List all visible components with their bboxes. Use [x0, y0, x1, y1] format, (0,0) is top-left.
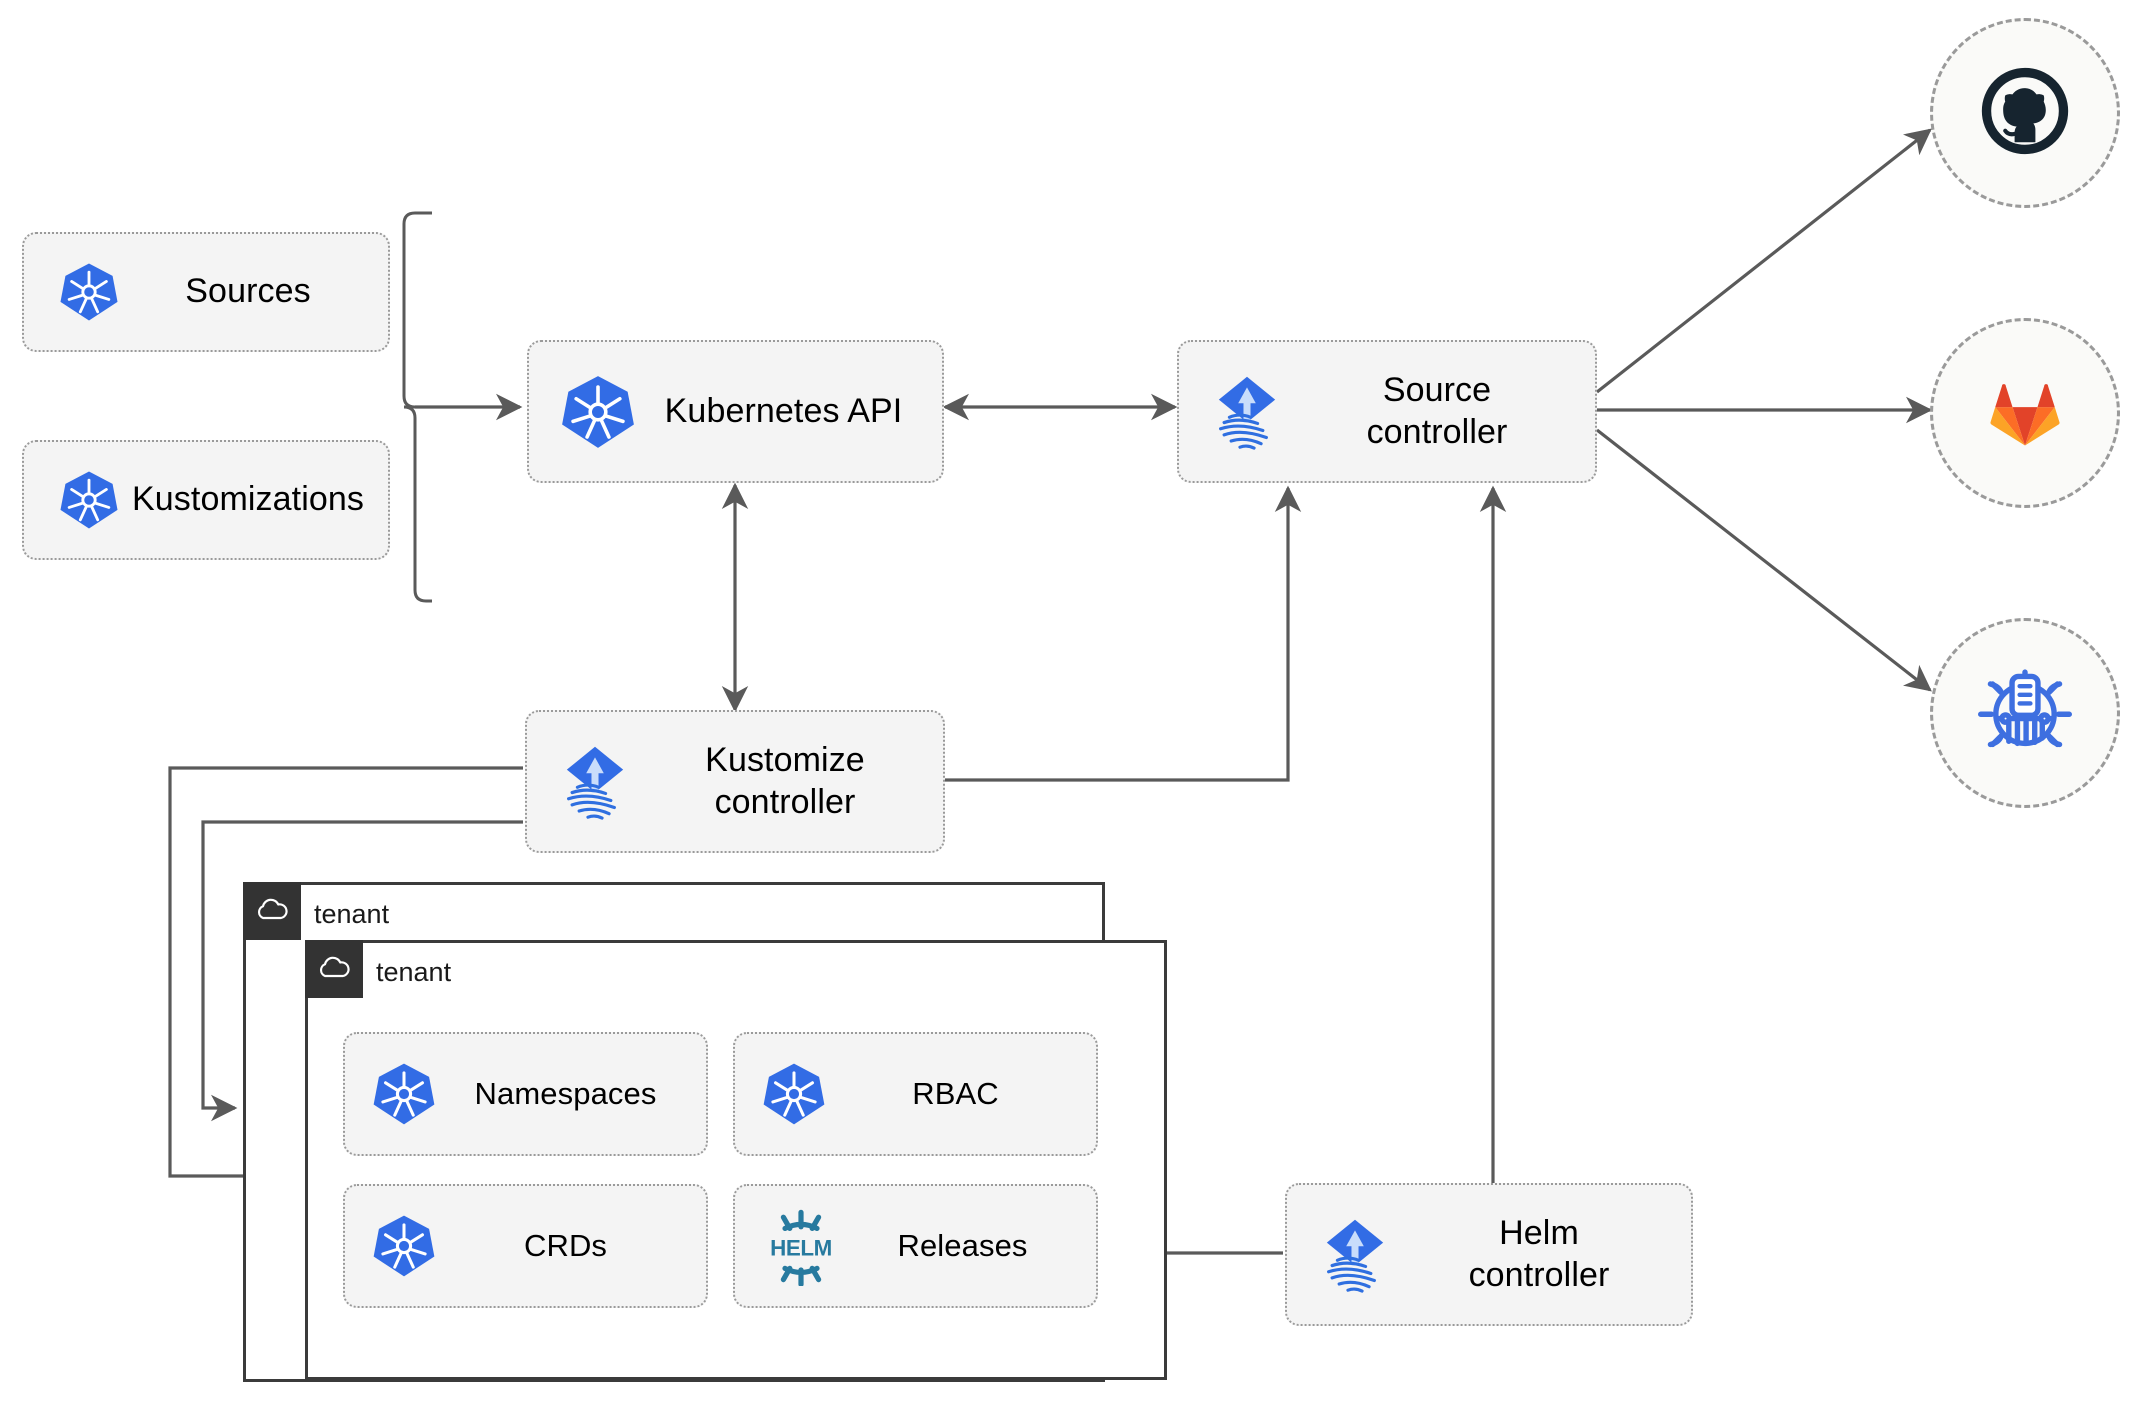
node-namespaces[interactable]: Namespaces: [343, 1032, 708, 1156]
node-source-controller-label: Source controller: [1366, 371, 1508, 451]
node-kustomizations[interactable]: Kustomizations: [22, 440, 390, 560]
flux-icon: [1311, 1211, 1399, 1299]
bucket-registry-icon: [1971, 657, 2079, 770]
kubernetes-icon: [58, 469, 120, 531]
edge-kustomize-source: [943, 485, 1302, 782]
node-kustomize-controller-label: Kustomize controller: [705, 741, 865, 821]
endpoint-bucket[interactable]: [1930, 618, 2120, 808]
node-sources[interactable]: Sources: [22, 232, 390, 352]
node-rbac[interactable]: RBAC: [733, 1032, 1098, 1156]
cloud-icon: [316, 954, 352, 985]
tenant-label-back: tenant: [314, 899, 390, 929]
endpoint-github[interactable]: [1930, 18, 2120, 208]
tenant-frame-front[interactable]: [305, 940, 1167, 1380]
tenant-tab-front[interactable]: [305, 940, 363, 998]
kubernetes-icon: [761, 1061, 827, 1127]
node-kubernetes-api-label: Kubernetes API: [664, 391, 903, 430]
edge-kustomize-tenant-front: [201, 820, 523, 1122]
edge-bracket: [402, 211, 432, 603]
github-icon: [1973, 59, 2077, 168]
node-sources-label: Sources: [185, 272, 311, 311]
flux-icon: [1203, 368, 1291, 456]
helm-icon: HELM: [761, 1206, 841, 1286]
node-kubernetes-api[interactable]: Kubernetes API: [527, 340, 944, 483]
node-releases[interactable]: HELM Releases: [733, 1184, 1098, 1308]
kubernetes-icon: [58, 261, 120, 323]
kubernetes-icon: [559, 373, 637, 451]
tenant-label-front: tenant: [376, 957, 452, 987]
flux-icon: [551, 738, 639, 826]
edge-source-github: [1596, 128, 1932, 394]
node-kustomize-controller[interactable]: Kustomize controller: [525, 710, 945, 853]
edge-kustomize-tenant-back: [168, 766, 523, 1190]
node-helm-controller[interactable]: Helm controller: [1285, 1183, 1693, 1326]
node-crds-label: CRDs: [523, 1228, 608, 1264]
cloud-icon: [254, 896, 290, 927]
node-kustomizations-label: Kustomizations: [132, 480, 364, 519]
node-namespaces-label: Namespaces: [474, 1076, 657, 1112]
kubernetes-icon: [371, 1061, 437, 1127]
tenant-tab-back[interactable]: [243, 882, 301, 940]
svg-text:HELM: HELM: [770, 1236, 832, 1261]
kubernetes-icon: [371, 1213, 437, 1279]
node-rbac-label: RBAC: [912, 1076, 999, 1112]
edge-source-bucket: [1596, 428, 1932, 692]
gitlab-icon: [1977, 363, 2073, 464]
node-crds[interactable]: CRDs: [343, 1184, 708, 1308]
node-helm-controller-label: Helm controller: [1468, 1214, 1610, 1294]
node-source-controller[interactable]: Source controller: [1177, 340, 1597, 483]
node-releases-label: Releases: [897, 1228, 1028, 1264]
endpoint-gitlab[interactable]: [1930, 318, 2120, 508]
